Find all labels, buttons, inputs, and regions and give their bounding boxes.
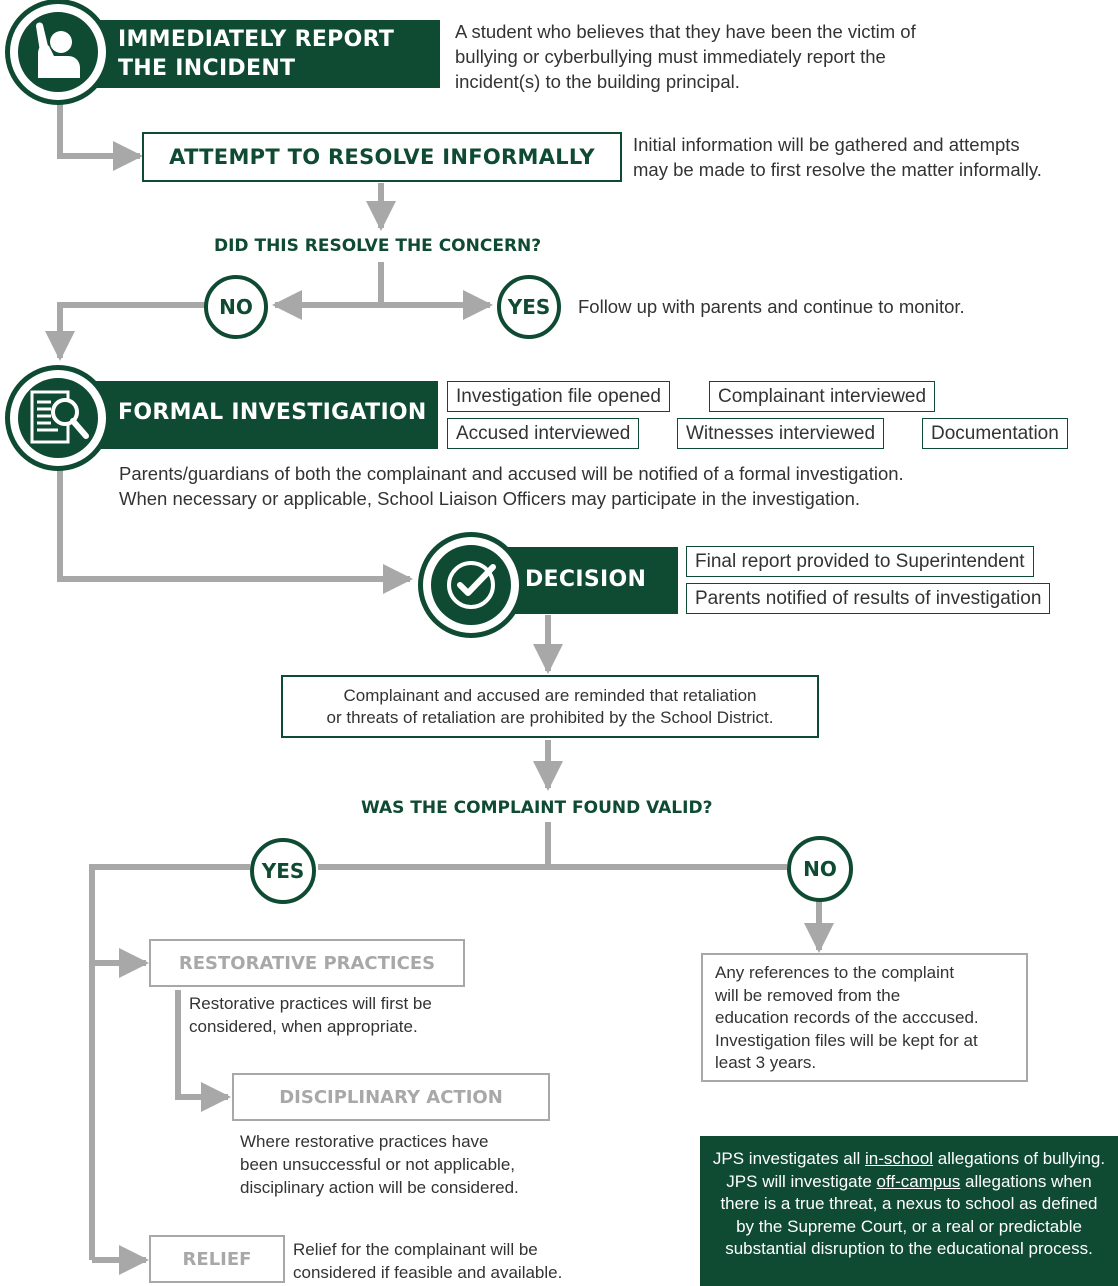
report-incident-circle [10,4,106,100]
tag-complainant-interviewed: Complainant interviewed [709,381,936,412]
valid-question: WAS THE COMPLAINT FOUND VALID? [361,798,713,818]
formal-investigation-title: FORMAL INVESTIGATION [118,400,427,425]
formal-investigation-banner [55,381,438,449]
restorative-description: Restorative practices will first be cons… [189,994,432,1036]
report-incident-banner [55,20,440,88]
off-campus-link[interactable]: off-campus [876,1171,961,1191]
resolve-informally-title: ATTEMPT TO RESOLVE INFORMALLY [169,145,595,169]
question1-no-circle: NO [204,275,268,339]
retaliation-box: Complainant and accused are reminded tha… [281,675,819,738]
formal-investigation-circle [10,370,106,466]
question1-yes-circle: YES [497,275,561,339]
resolve-question: DID THIS RESOLVE THE CONCERN? [214,236,542,256]
relief-description: Relief for the complainant will be consi… [293,1240,563,1282]
decision-title: DECISION [525,567,647,592]
tag-parents-notified: Parents notified of results of investiga… [686,583,1051,614]
tag-witnesses-interviewed: Witnesses interviewed [677,418,885,449]
resolve-informally-box: ATTEMPT TO RESOLVE INFORMALLY [142,132,622,182]
checkmark-icon [447,561,496,609]
relief-box: RELIEF [149,1235,285,1283]
tag-file-opened: Investigation file opened [447,381,670,412]
report-incident-description: A student who believes that they have be… [455,21,916,92]
formal-investigation-description: Parents/guardians of both the complainan… [119,463,904,509]
follow-up-text: Follow up with parents and continue to m… [578,296,965,317]
tag-accused-interviewed: Accused interviewed [447,418,640,449]
document-search-icon [30,390,89,444]
tag-final-report: Final report provided to Superintendent [686,546,1034,577]
disciplinary-description: Where restorative practices have been un… [240,1132,519,1197]
in-school-link[interactable]: in-school [865,1149,934,1168]
raised-hand-icon [36,22,80,78]
report-incident-title: IMMEDIATELY REPORT THE INCIDENT [118,27,395,81]
question2-no-circle: NO [787,836,853,902]
jurisdiction-note: JPS investigates all in-school allegatio… [700,1136,1118,1286]
decision-circle [423,537,519,633]
resolve-informally-description: Initial information will be gathered and… [633,134,1042,180]
question2-yes-circle: YES [250,838,316,904]
no-outcome-box: Any references to the complaint will be … [701,953,1028,1082]
restorative-practices-box: RESTORATIVE PRACTICES [149,939,465,987]
disciplinary-action-box: DISCIPLINARY ACTION [232,1073,550,1121]
tag-documentation: Documentation [922,418,1068,449]
